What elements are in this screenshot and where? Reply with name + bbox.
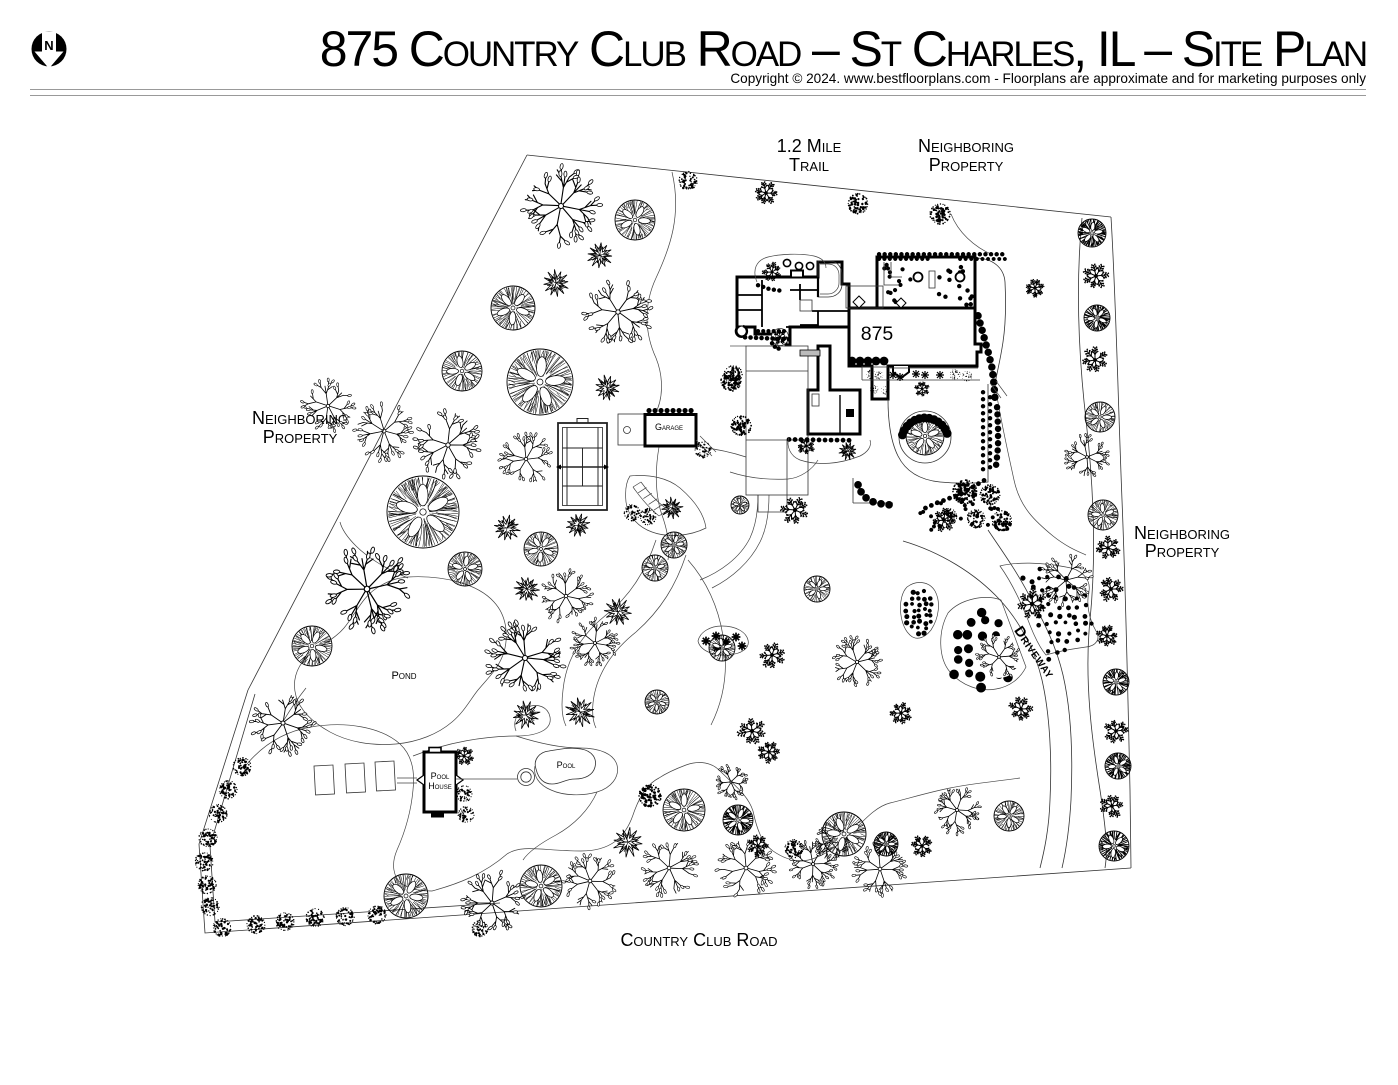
svg-text:House: House	[428, 781, 452, 791]
svg-text:Country Club Road: Country Club Road	[620, 930, 777, 950]
svg-text:Garage: Garage	[655, 422, 683, 432]
svg-text:Property: Property	[263, 427, 338, 447]
svg-text:Property: Property	[1145, 541, 1220, 561]
svg-text:1.2 Mile: 1.2 Mile	[777, 136, 842, 156]
svg-text:Neighboring: Neighboring	[1134, 523, 1230, 543]
svg-text:Copyright © 2024. www.bestfloo: Copyright © 2024. www.bestfloorplans.com…	[730, 71, 1366, 86]
svg-text:Pond: Pond	[391, 670, 416, 682]
svg-text:Neighboring: Neighboring	[918, 136, 1014, 156]
svg-text:Property: Property	[929, 155, 1004, 175]
svg-text:Neighboring: Neighboring	[252, 408, 348, 428]
svg-text:Pool: Pool	[557, 760, 576, 770]
svg-text:N: N	[44, 38, 53, 53]
svg-text:Trail: Trail	[789, 155, 829, 175]
svg-text:875: 875	[861, 323, 894, 345]
svg-text:875 Country Club Road – St Cha: 875 Country Club Road – St Charles, IL –…	[320, 21, 1366, 77]
svg-text:Pool: Pool	[431, 771, 450, 781]
